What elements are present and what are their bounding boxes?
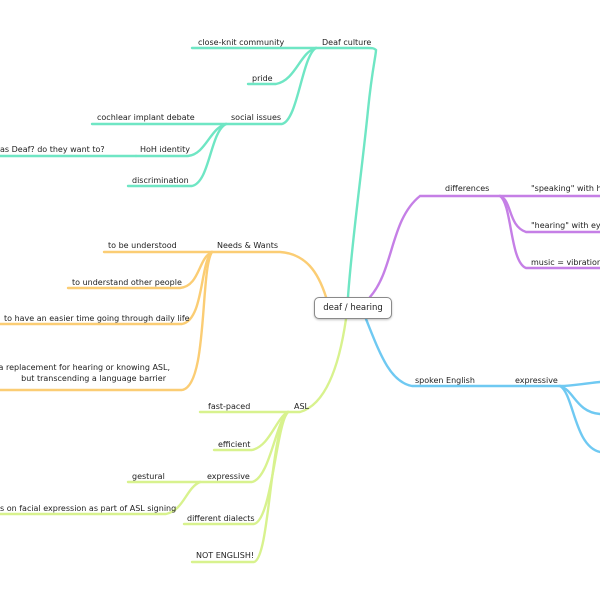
node-fast-paced[interactable]: fast-paced	[208, 402, 251, 411]
node-different-dialects[interactable]: different dialects	[187, 514, 255, 523]
node-needs-and-wants[interactable]: Needs & Wants	[217, 241, 279, 250]
differences-connectors	[368, 194, 600, 299]
spoken-english-connectors	[364, 317, 600, 454]
node-hearing-with-eyes[interactable]: "hearing" with eyes	[531, 221, 600, 230]
node-not-a-replacement-line1[interactable]: not a replacement for hearing or knowing…	[0, 363, 170, 372]
edge-center-to-deaf-culture	[314, 46, 378, 299]
edge-center-to-spoken-english	[364, 317, 562, 388]
center-topic-node[interactable]: deaf / hearing	[314, 297, 392, 319]
node-cochlear-implant-debate[interactable]: cochlear implant debate	[97, 113, 195, 122]
node-deaf-culture[interactable]: Deaf culture	[322, 38, 372, 47]
node-asl-expressive[interactable]: expressive	[207, 472, 250, 481]
deaf-culture-connectors	[0, 46, 378, 299]
node-spoken-english[interactable]: spoken English	[415, 376, 475, 385]
edge-center-to-asl	[286, 317, 348, 414]
node-music-vibrations[interactable]: music = vibrations	[531, 258, 600, 267]
node-easier-time[interactable]: to have an easier time going through dai…	[4, 314, 190, 323]
node-spoken-expressive[interactable]: expressive	[515, 376, 558, 385]
node-not-english[interactable]: NOT ENGLISH!	[196, 551, 255, 560]
node-asl[interactable]: ASL	[294, 402, 310, 411]
edge-expressive-to-offscreen-3	[558, 384, 600, 454]
node-to-be-understood[interactable]: to be understood	[108, 241, 177, 250]
node-facial-expression[interactable]: s on facial expression as part of ASL si…	[0, 504, 177, 513]
node-pride[interactable]: pride	[252, 74, 273, 83]
node-differences[interactable]: differences	[445, 184, 490, 193]
node-social-issues[interactable]: social issues	[231, 113, 282, 122]
edge-deaf-culture-to-social-issues	[224, 46, 318, 126]
node-efficient[interactable]: efficient	[218, 440, 251, 449]
asl-connectors	[0, 317, 348, 564]
edge-needs-to-easier-time	[0, 250, 214, 326]
edge-expressive-to-facial	[0, 480, 202, 516]
edge-expressive-to-offscreen-1	[558, 380, 600, 388]
edge-expressive-to-offscreen-2	[558, 384, 600, 416]
edge-center-to-needs-wants	[210, 250, 328, 299]
edge-social-to-discrimination	[126, 122, 228, 188]
node-gestural[interactable]: gestural	[132, 472, 165, 481]
edge-social-to-hoh	[134, 122, 228, 158]
needs-wants-connectors	[0, 250, 328, 392]
edge-needs-to-understand-others	[66, 250, 214, 290]
node-discrimination[interactable]: discrimination	[132, 176, 189, 185]
edge-center-to-differences	[368, 194, 502, 299]
node-hoh-identity[interactable]: HoH identity	[140, 145, 190, 154]
edge-asl-to-not-english	[190, 410, 290, 564]
node-not-a-replacement-line2: but transcending a language barrier	[21, 374, 166, 383]
edge-differences-to-music	[498, 194, 600, 270]
node-identify-as-deaf[interactable]: as Deaf? do they want to?	[0, 145, 105, 154]
edge-deaf-culture-to-pride	[246, 46, 318, 86]
node-to-understand-other-people[interactable]: to understand other people	[72, 278, 182, 287]
node-speaking-with-hands[interactable]: "speaking" with har	[531, 184, 600, 193]
edge-needs-to-replacement	[0, 250, 214, 392]
node-close-knit-community[interactable]: close-knit community	[198, 38, 285, 47]
